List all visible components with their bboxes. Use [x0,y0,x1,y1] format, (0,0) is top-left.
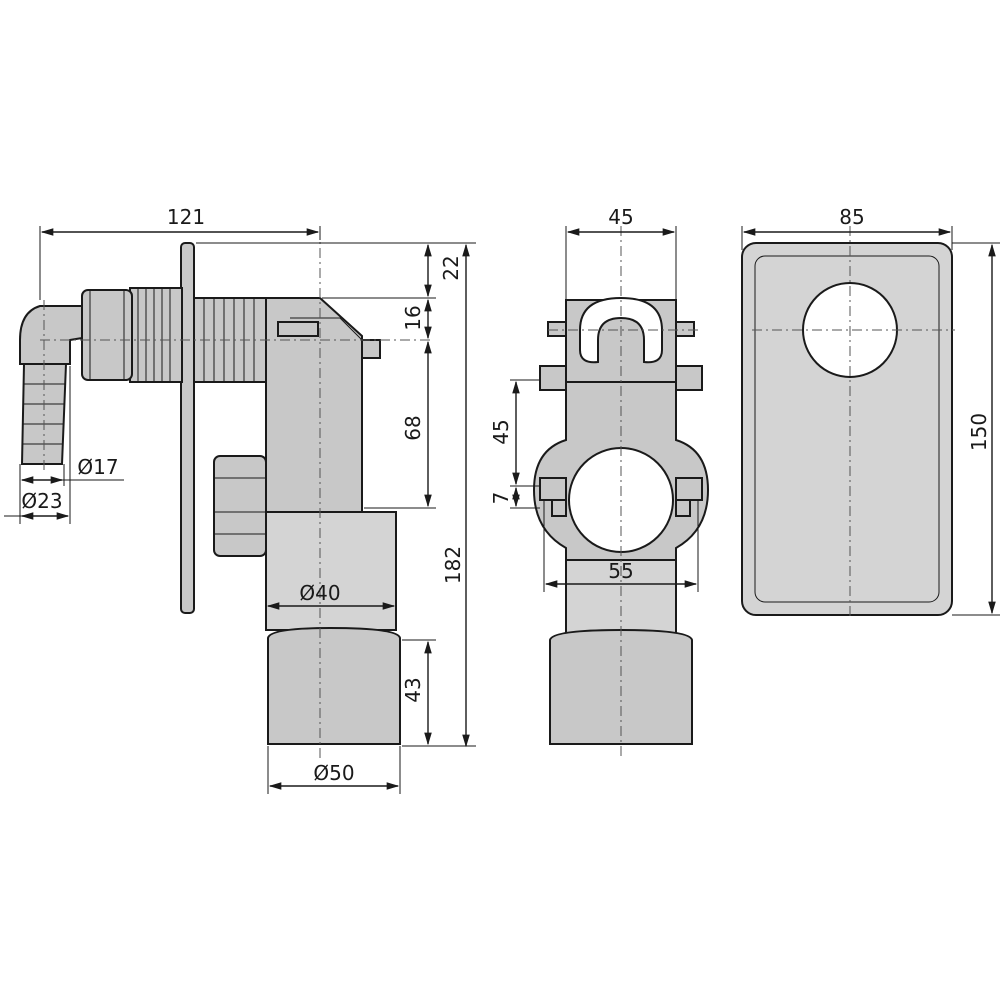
side-outlet [267,626,401,745]
front-bracket-upper-left [539,365,567,391]
dim-plate-height: 150 [967,413,991,451]
side-clip [361,339,381,359]
front-dimensions: 45 45 7 55 [489,205,699,592]
dim-front-width: 45 [608,205,633,229]
front-view [532,226,710,760]
dim-hose-large: Ø23 [21,489,62,513]
side-elbow [19,305,83,365]
side-thread-left [129,287,183,383]
dim-flange-height: 16 [401,305,425,330]
dim-side-width: 121 [167,205,205,229]
side-dimensions: 121 182 22 16 68 43 Ø17 Ø23 Ø40 Ø50 [4,205,476,794]
dim-top-offset: 22 [439,255,463,280]
plate-outer [741,242,953,616]
side-view [19,228,430,760]
front-small-lug-left [551,499,567,517]
dim-outlet-diameter: Ø50 [313,761,354,785]
plate-inner-edge [754,255,940,603]
dim-bracket-gap: 7 [489,492,513,505]
plate-view [741,226,955,620]
front-hook [579,296,663,364]
dim-bracket-spacing: 45 [489,419,513,444]
dim-total-height: 182 [441,546,465,584]
front-bracket-upper-right [675,365,703,391]
dim-body-height: 68 [401,415,425,440]
side-vertical-pipe [265,511,397,631]
dim-outlet-height: 43 [401,677,425,702]
dim-hose-small: Ø17 [77,455,118,479]
front-right-lug [675,321,695,337]
front-left-lug [547,321,567,337]
side-wall-plate [180,242,195,614]
dim-inner-diameter: Ø40 [299,581,340,605]
dim-front-outlet-width: 55 [608,559,633,583]
front-small-lug-right [675,499,691,517]
front-bracket-lower-left [539,477,567,501]
front-bracket-lower-right [675,477,703,501]
plate-dimensions: 85 150 [741,205,1000,616]
side-inner-slot [277,321,319,337]
side-cleaning-nut [213,455,267,557]
dim-plate-width: 85 [839,205,864,229]
